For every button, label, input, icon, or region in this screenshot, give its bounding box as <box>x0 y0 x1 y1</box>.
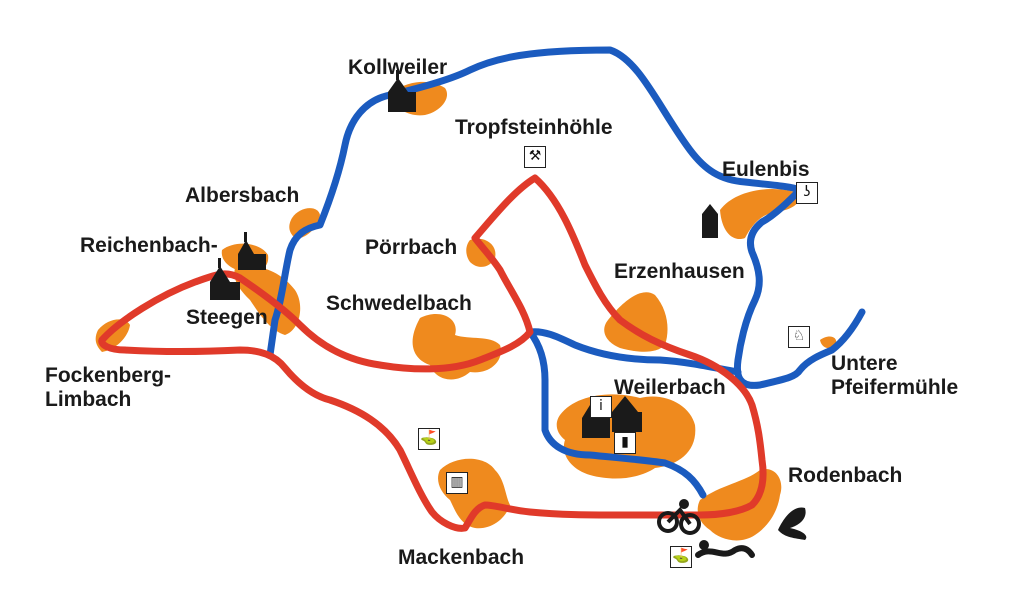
label-erzenhausen: Erzenhausen <box>614 260 745 283</box>
settlement-rodenbach <box>697 469 782 541</box>
tower-icon <box>702 204 718 238</box>
church-icon <box>238 232 266 270</box>
label-rodenbach: Rodenbach <box>788 464 903 487</box>
mill-icon: ʖ <box>796 182 818 204</box>
label-steegen: Steegen <box>186 306 268 329</box>
horse-icon <box>778 507 807 540</box>
label-kollweiler: Kollweiler <box>348 56 448 79</box>
tower-icon: ▮ <box>614 432 636 454</box>
label-poerrbach: Pörrbach <box>365 236 458 259</box>
museum-icon: ♘ <box>788 326 810 348</box>
label-tropfsteinhoehle: Tropfsteinhöhle <box>455 116 613 139</box>
label-schwedelbach: Schwedelbach <box>326 292 472 315</box>
church-icon <box>210 258 240 300</box>
swimmer-icon <box>695 540 755 558</box>
settlement-untere <box>820 336 837 349</box>
red-route <box>98 174 767 532</box>
settlement-poerrbach <box>466 238 496 267</box>
label-reichenbach: Reichenbach- <box>80 234 218 257</box>
settlement-eulenbis <box>720 189 799 240</box>
settlement-albersbach <box>289 208 320 239</box>
label-untere: Untere Pfeifermühle <box>831 352 959 399</box>
info-icon: i <box>590 396 612 418</box>
blue-route-weilerbach <box>526 328 742 499</box>
label-mackenbach: Mackenbach <box>398 546 525 569</box>
blue-route <box>266 46 866 389</box>
label-weilerbach: Weilerbach <box>614 376 726 399</box>
golf-icon: ⛳ <box>418 428 440 450</box>
label-eulenbis: Eulenbis <box>722 158 810 181</box>
museum-icon: ▥ <box>446 472 468 494</box>
label-fockenberg: Fockenberg- Limbach <box>45 364 172 411</box>
church-icon <box>388 70 416 112</box>
label-albersbach: Albersbach <box>185 184 300 207</box>
mine-icon: ⚒ <box>524 146 546 168</box>
cyclist-icon <box>657 499 701 535</box>
golf-icon: ⛳ <box>670 546 692 568</box>
